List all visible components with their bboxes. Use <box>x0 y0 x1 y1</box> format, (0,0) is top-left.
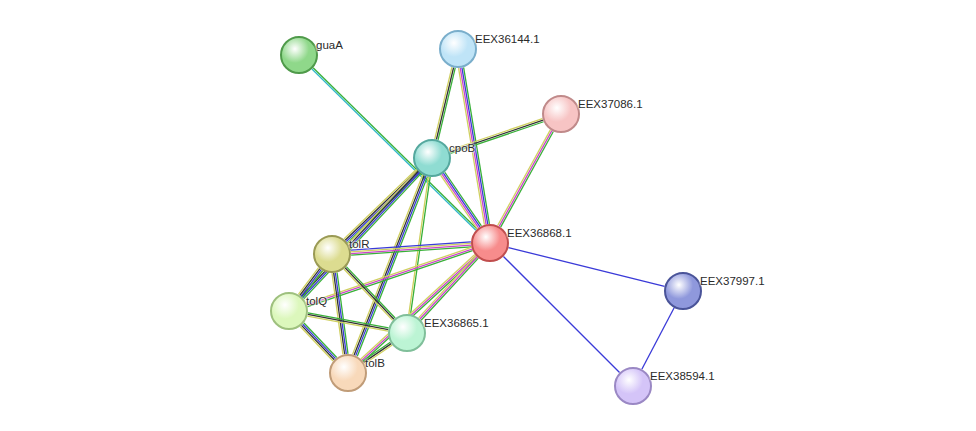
node-label: cpoB <box>449 141 475 155</box>
node-label: guaA <box>316 38 343 52</box>
evidence-line <box>298 268 318 295</box>
evidence-line <box>332 273 343 354</box>
evidence-line <box>420 257 477 319</box>
interaction-edge <box>344 267 395 321</box>
interaction-edge <box>498 130 554 227</box>
protein-node: EEX37086.1 <box>542 95 580 133</box>
interaction-edge <box>307 313 388 331</box>
interaction-edge <box>419 256 479 320</box>
evidence-line <box>308 313 389 328</box>
node-label: EEX36865.1 <box>424 316 489 330</box>
evidence-line <box>436 67 453 139</box>
protein-node: EEX38594.1 <box>614 367 652 405</box>
evidence-line <box>421 258 478 320</box>
evidence-line <box>443 173 480 227</box>
evidence-line <box>445 172 482 226</box>
interaction-edge <box>332 272 348 354</box>
evidence-line <box>301 270 321 297</box>
evidence-line <box>344 269 393 320</box>
evidence-line <box>345 268 394 319</box>
protein-node: tolQ <box>270 292 308 330</box>
node-label: EEX38594.1 <box>650 369 715 383</box>
evidence-line <box>307 316 388 331</box>
protein-node: EEX36865.1 <box>388 314 426 352</box>
node-label: EEX37086.1 <box>578 97 643 111</box>
evidence-line <box>442 174 479 228</box>
protein-node: EEX37997.1 <box>664 272 702 310</box>
protein-node: EEX36868.1 <box>471 224 509 262</box>
protein-node: tolR <box>313 235 351 273</box>
evidence-line <box>346 267 395 318</box>
node-label: tolQ <box>306 294 327 308</box>
node-label: tolR <box>349 237 369 251</box>
interaction-edge <box>503 256 619 372</box>
node-label: EEX36868.1 <box>507 226 572 240</box>
evidence-line <box>498 130 551 226</box>
evidence-line <box>300 269 320 296</box>
evidence-line <box>419 256 476 318</box>
protein-node: cpoB <box>413 139 451 177</box>
evidence-line <box>301 325 334 359</box>
interaction-edge <box>435 67 455 140</box>
interaction-edge <box>361 255 477 362</box>
evidence-line <box>508 248 664 287</box>
evidence-line <box>441 175 478 229</box>
evidence-line <box>303 324 336 358</box>
interaction-edge <box>441 172 482 228</box>
protein-node: guaA <box>280 36 318 74</box>
evidence-line <box>642 308 674 369</box>
evidence-line <box>435 67 452 139</box>
evidence-line <box>313 68 477 229</box>
evidence-line <box>304 323 337 357</box>
node-label: EEX37997.1 <box>700 274 765 288</box>
evidence-line <box>300 327 333 361</box>
node-label: tolB <box>365 356 385 370</box>
evidence-line <box>308 314 389 329</box>
interaction-edge <box>508 248 664 287</box>
interaction-edge <box>312 68 477 231</box>
interaction-edge <box>298 268 322 298</box>
evidence-line <box>334 273 345 354</box>
evidence-line <box>303 172 420 297</box>
interaction-edge <box>642 308 674 369</box>
evidence-line <box>361 255 475 359</box>
interaction-edge <box>300 323 336 361</box>
protein-node: EEX36144.1 <box>439 30 477 68</box>
protein-node: tolB <box>329 354 367 392</box>
evidence-line <box>438 68 455 140</box>
interaction-edge <box>344 169 420 242</box>
evidence-line <box>503 256 619 372</box>
evidence-line <box>362 256 476 360</box>
evidence-line <box>304 174 421 299</box>
evidence-line <box>312 69 476 230</box>
evidence-line <box>499 131 552 227</box>
node-label: EEX36144.1 <box>475 32 540 46</box>
evidence-line <box>501 131 554 227</box>
